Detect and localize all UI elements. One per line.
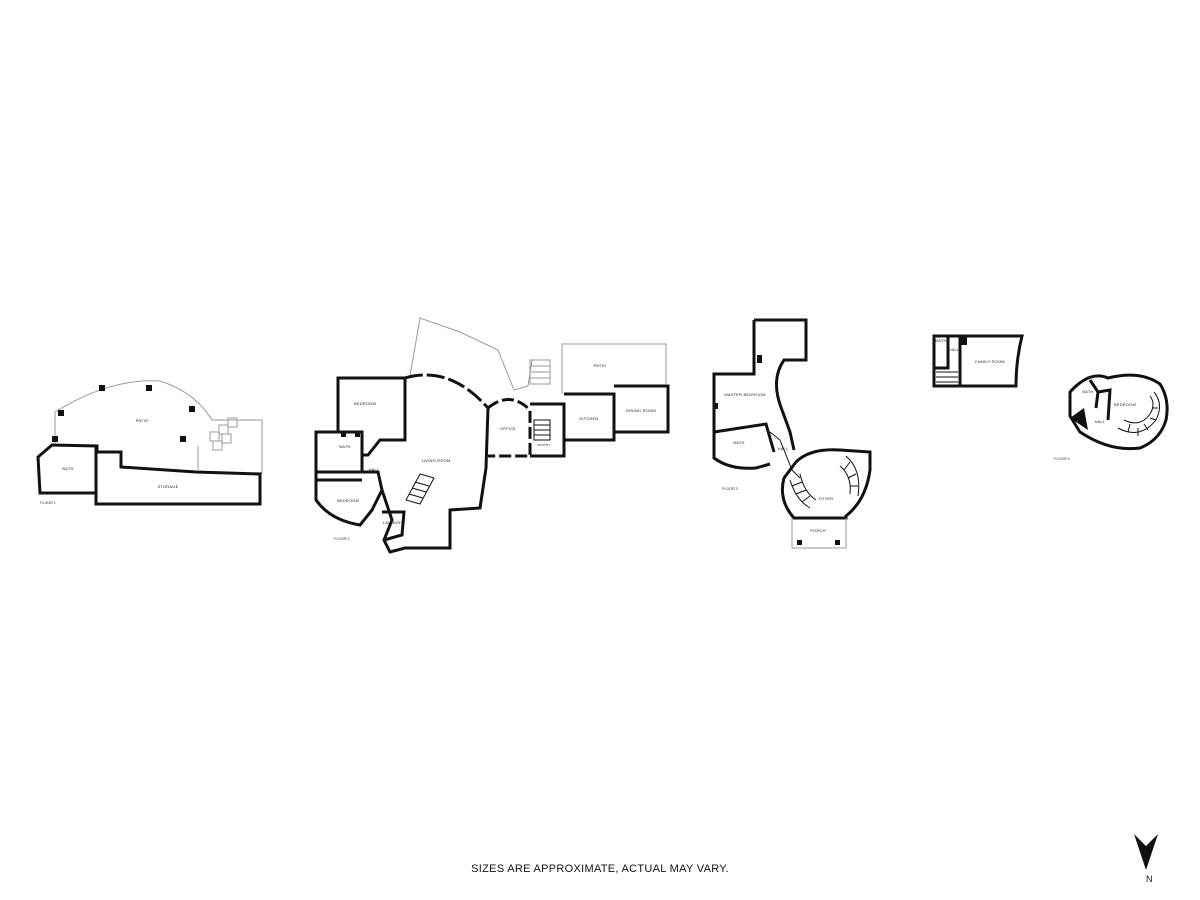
floor-3-room-foyer: FOYER (819, 496, 834, 501)
floor-1-walls (36, 443, 262, 506)
floor-3-foyer-walls (780, 448, 872, 520)
floor-2-room-hall: HALL (369, 467, 380, 472)
floor-4-inner-walls (1088, 379, 1112, 421)
floor-3-walls-bedroom (712, 320, 771, 470)
floor-4-upper-plan: BATH HALL FAMILY ROOM (932, 334, 1024, 388)
floor-2-walls-living (380, 407, 490, 554)
floor-2-patio-stairs (529, 359, 551, 385)
floor-2-room-bath: BATH (339, 444, 350, 449)
floor-2-office-walls (487, 398, 532, 458)
floor-4-upper-inner-walls (934, 336, 962, 386)
floor-2-plan: BEDROOM BATH HALL BEDROOM LAUNDRY LIVING… (314, 317, 670, 554)
floor-2-east-patio-outline (561, 343, 667, 394)
floor-2-bath-walls (316, 378, 364, 482)
floor-2-label: FLOOR 2 (334, 537, 349, 541)
disclaimer-note: SIZES ARE APPROXIMATE, ACTUAL MAY VARY. (471, 863, 729, 875)
floor-2-room-pantry: PANTRY (537, 443, 550, 447)
floor-3-hall-outline (769, 431, 801, 479)
floor-1-room-patio: PATIO (136, 418, 148, 423)
floor-1-room-storage: STORAGE (158, 484, 179, 489)
floor-2-kitchen-walls (562, 392, 616, 456)
floor-2-pantry-stairs (533, 419, 551, 441)
floor-4-room-bath: BATH (1082, 389, 1093, 394)
floor-4-upper-stairs (936, 371, 958, 383)
floor-3-bath-wall (713, 422, 776, 453)
floor-2-room-bedroom-top: BEDROOM (354, 401, 376, 406)
floor-2-living-curve (404, 373, 490, 409)
floor-4-bath-corner (1070, 408, 1088, 430)
floor-3-label: FLOOR 3 (722, 487, 737, 491)
floor-2-walls-west (314, 376, 407, 527)
floor-4-room-bath-top: BATH (935, 338, 946, 343)
floor-1-plan: PATIO BATH STORAGE FLOOR 1 (36, 380, 263, 506)
floor-4-room-hall: HALL (1095, 419, 1106, 424)
floor-4-walls (1068, 373, 1169, 451)
floor-2-dining-walls (614, 384, 670, 434)
north-arrow-icon (1134, 834, 1158, 870)
floor-2-living-stairs (405, 473, 435, 505)
floor-2-west-patio-outline (409, 317, 533, 391)
floor-2-laundry-walls (382, 510, 406, 542)
floor-2-room-bedroom-bottom: BEDROOM (337, 498, 359, 503)
floor-4-plan: BATH BEDROOM HALL FLOOR 4 (1054, 373, 1169, 461)
floor-2-room-patio: PATIO (594, 363, 606, 368)
floor-3-porch-outline (791, 518, 847, 549)
floor-4-room-bedroom: BEDROOM (1114, 402, 1136, 407)
floor-1-patio-outline (54, 380, 263, 474)
floor-2-room-laundry: LAUNDRY (383, 520, 404, 525)
floor-3-plan: MASTER BEDROOM BATH HALL FOYER PORCH FLO… (712, 318, 872, 549)
floor-1-label: FLOOR 1 (40, 501, 55, 505)
floor-1-room-bath: BATH (62, 466, 73, 471)
floor-3-room-hall: HALL (778, 446, 789, 451)
floor-2-room-office: OFFICE (500, 426, 516, 431)
floor-1-patio-posts (52, 385, 195, 442)
floor-2-pantry-walls (530, 402, 566, 458)
floor-4-label: FLOOR 4 (1054, 457, 1069, 461)
floor-3-room-bath: BATH (733, 440, 744, 445)
floor-3-room-master-bedroom: MASTER BEDROOM (724, 392, 765, 397)
floor-3-foyer-stairs (789, 455, 860, 509)
floor-3-room-porch: PORCH (810, 528, 825, 533)
floor-2-room-kitchen: KITCHEN (580, 416, 599, 421)
floor-4-room-hall-top: HALL (949, 347, 960, 352)
floor-4-upper-walls (932, 334, 1024, 388)
floor-3-walls-main (754, 318, 808, 451)
compass-north-label: N (1146, 874, 1153, 884)
floor-4-room-family: FAMILY ROOM (975, 359, 1005, 364)
floor-1-patio-stairs (209, 417, 238, 451)
floor-2-room-living: LIVING ROOM (422, 458, 451, 463)
floor-4-spiral-stairs (1117, 391, 1160, 436)
floor-2-room-dining: DINING ROOM (626, 408, 656, 413)
